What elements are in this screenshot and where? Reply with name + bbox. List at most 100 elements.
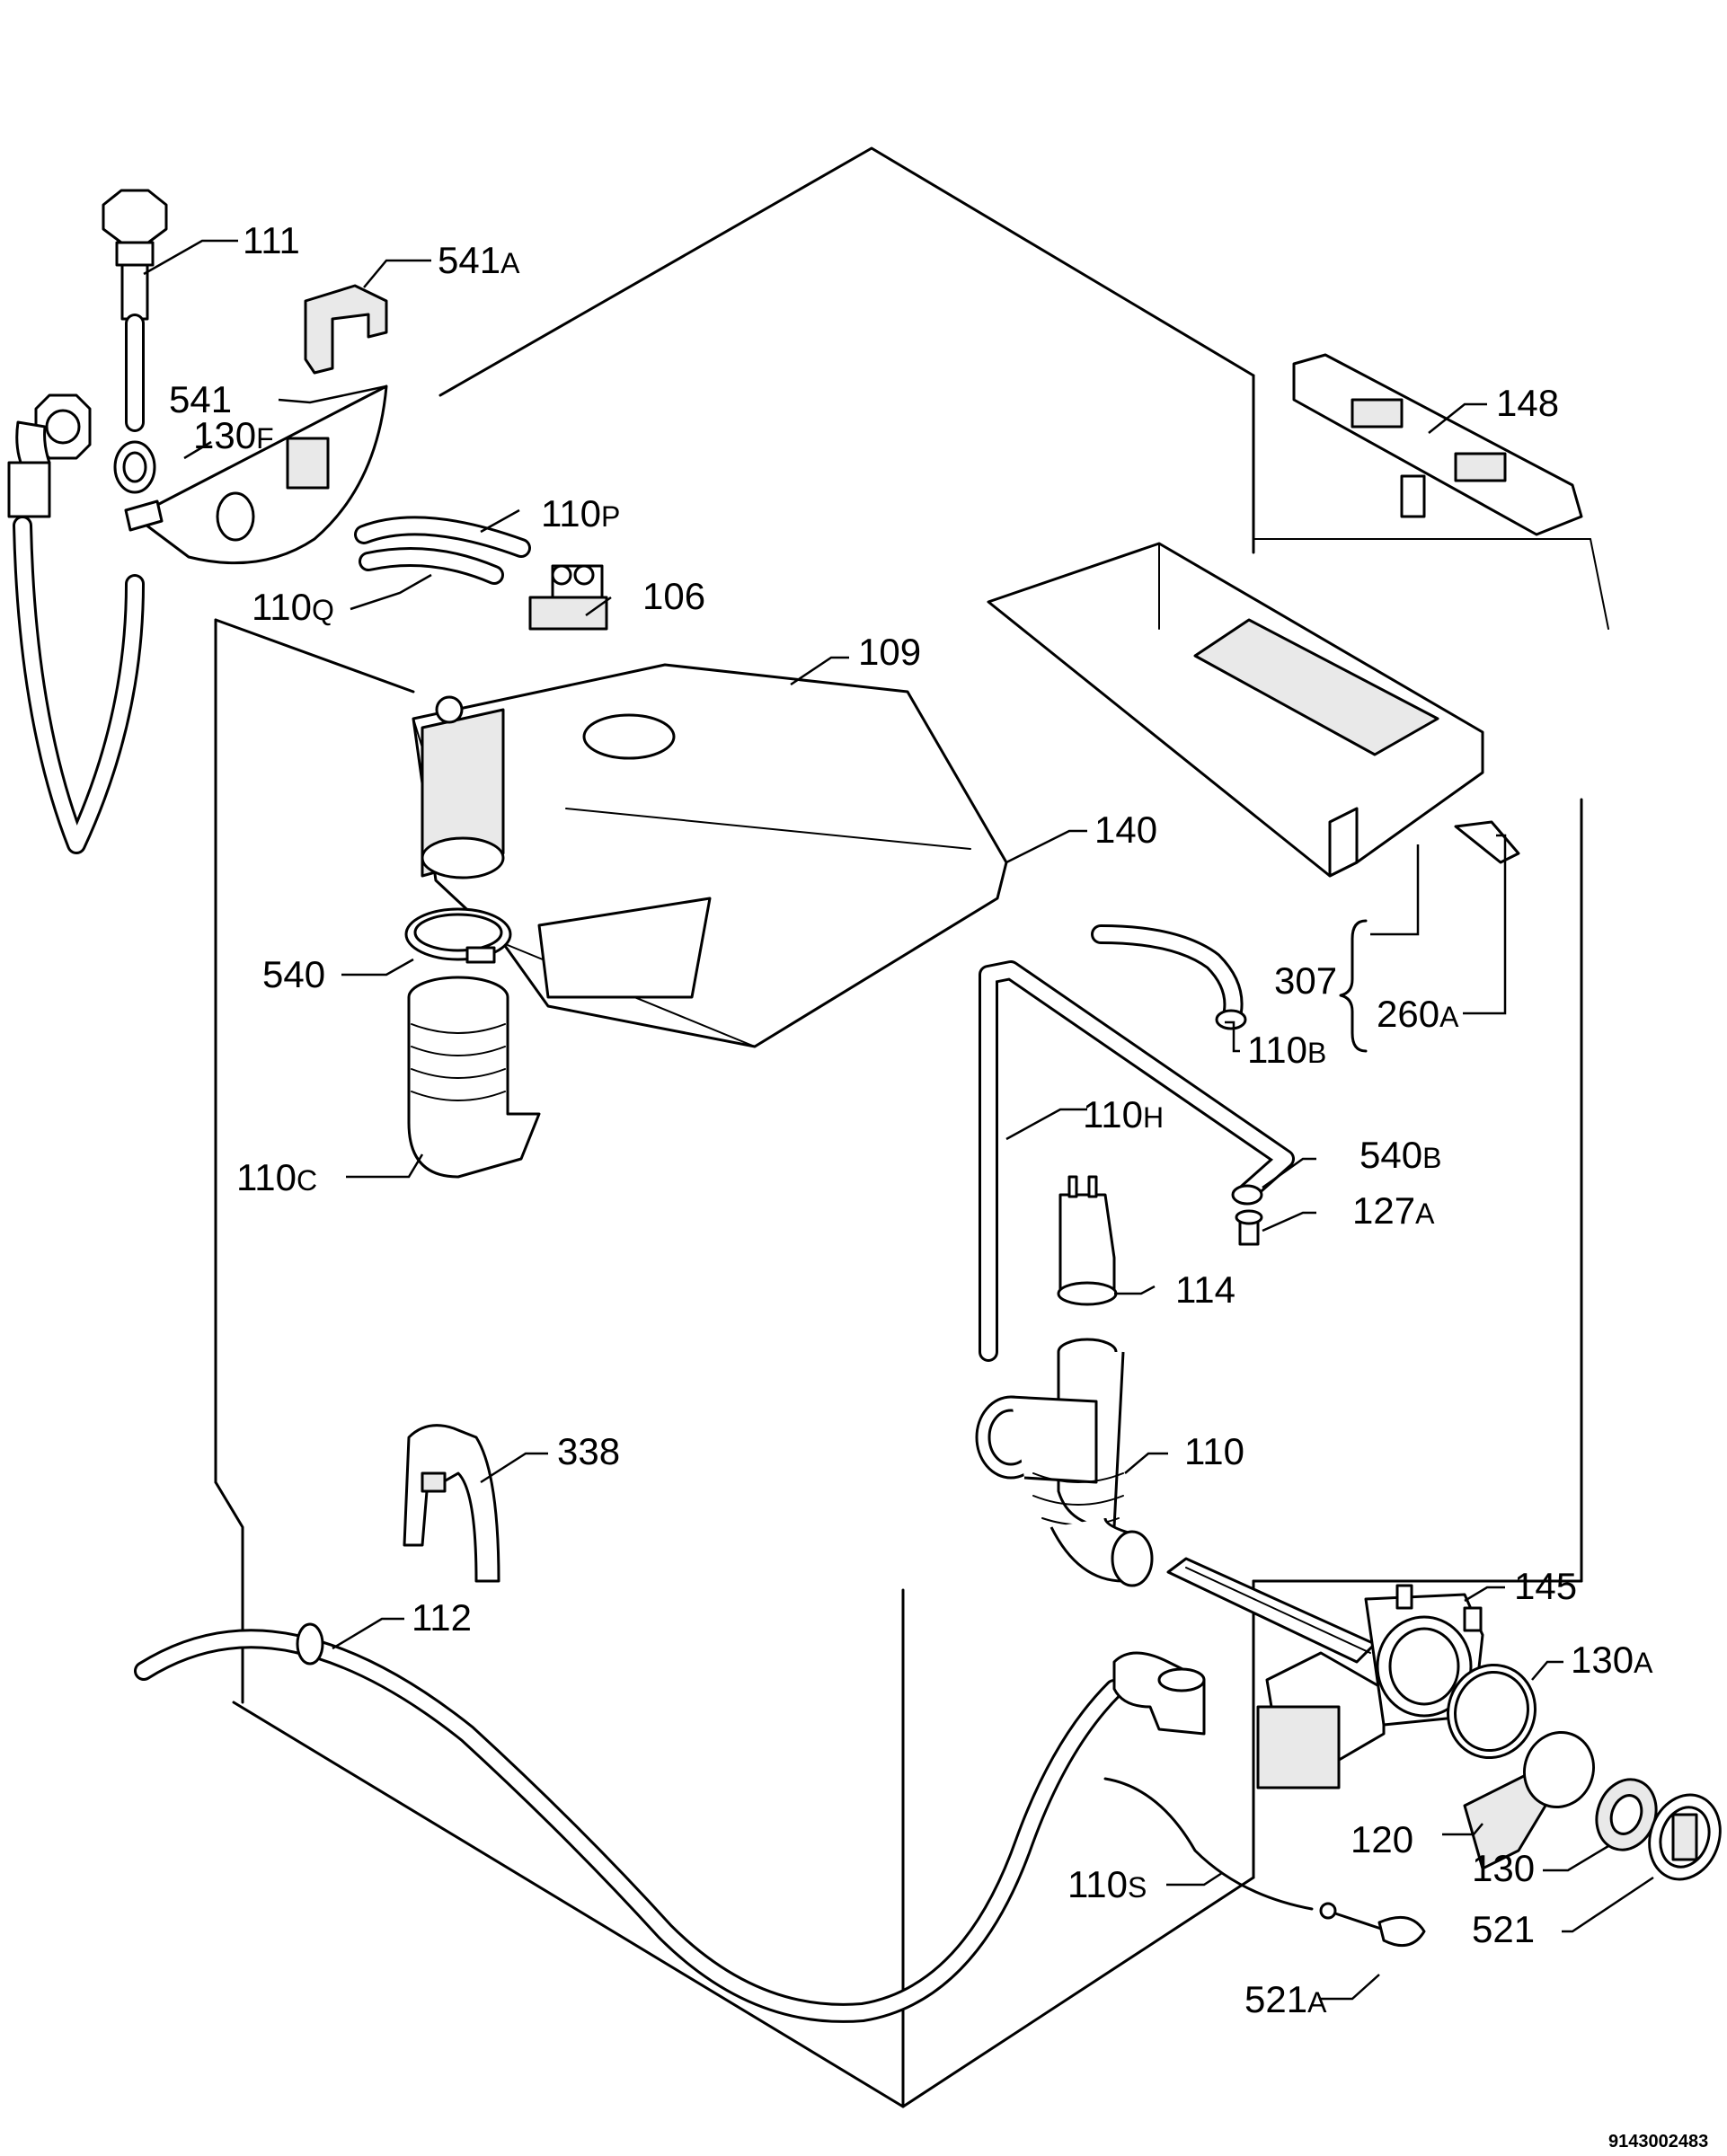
callout-number: 148 [1496,382,1559,424]
callout-130a: 130A [1571,1639,1653,1681]
callout-number: 110 [252,586,312,628]
callout-307: 307 [1274,959,1337,1002]
callout-number: 130 [1571,1639,1634,1681]
trim-part-148 [1292,353,1583,536]
ring-part-130f [113,440,156,494]
callout-suffix: A [1415,1197,1435,1230]
callout-110s: 110S [1067,1863,1147,1905]
callout-140: 140 [1094,808,1157,851]
callout-suffix: A [1439,1001,1459,1033]
callout-number: 260 [1377,993,1439,1035]
callout-111: 111 [243,219,300,261]
callout-number: 540 [262,953,325,995]
callout-number: 140 [1094,808,1157,851]
sump-hose-part-110 [975,1338,1154,1587]
callout-number: 109 [858,631,921,673]
callout-109: 109 [858,631,921,673]
dispenser-housing-parts-109-140 [412,663,1008,1048]
drain-hose-part-112 [134,1622,1206,2023]
callout-521: 521 [1472,1908,1535,1950]
cabinet-outline [214,146,1609,2108]
callout-number: 307 [1274,959,1337,1002]
callout-suffix: A [500,247,520,279]
callout-110b: 110B [1247,1029,1326,1071]
callout-labels: 111 541A 541 130F 110P 110Q 106 109 148 … [169,219,1653,2020]
callout-number: 114 [1175,1268,1235,1311]
callout-suffix: P [601,500,620,533]
cap-part-521 [1648,1793,1722,1881]
callout-suffix: S [1128,1871,1147,1904]
valve-part-106 [528,564,608,631]
callout-number: 521 [1472,1908,1535,1950]
callout-suffix: B [1422,1142,1441,1174]
callout-number: 110 [236,1156,297,1198]
callout-suffix: H [1143,1101,1164,1134]
callout-260a: 260A [1377,993,1459,1035]
callout-541: 541 [169,378,232,420]
inlet-hose-elbow [7,393,145,854]
callout-145: 145 [1514,1565,1577,1607]
clip-part-541a [304,284,388,375]
callout-number: 110 [1247,1029,1307,1071]
plug-part-521a [1319,1902,1426,1948]
callout-number: 541 [438,239,500,281]
callout-130f: 130F [193,414,274,456]
hose-part-110b [1091,924,1247,1030]
pressure-chamber-part-114 [1057,1175,1118,1306]
callout-number: 110 [541,492,601,535]
callout-110p: 110P [541,492,620,535]
callout-suffix: A [1634,1647,1653,1679]
callout-106: 106 [642,575,705,617]
callout-112: 112 [412,1596,472,1639]
hose-guide-part-338 [403,1424,500,1583]
ring-part-130a [1447,1663,1537,1760]
group-brace [1339,919,1368,1053]
callout-suffix: F [256,422,274,455]
callout-number: 127 [1352,1189,1415,1232]
callout-suffix: Q [312,594,334,626]
callout-110: 110 [1184,1430,1244,1472]
leader-lines [143,239,1654,2001]
callout-number: 112 [412,1596,472,1639]
callout-110q: 110Q [252,586,334,628]
callout-suffix: C [297,1164,317,1197]
document-id: 9143002483 [1608,2132,1708,2152]
callout-number: 145 [1514,1565,1577,1607]
callout-number: 130 [193,414,256,456]
callout-540b: 540B [1359,1134,1441,1176]
drain-pump-part-145 [1166,1557,1484,1789]
callout-120: 120 [1351,1818,1413,1860]
callout-338: 338 [557,1430,620,1472]
callout-541a: 541A [438,239,520,281]
callout-number: 110 [1067,1863,1128,1905]
hose-parts-110p-110q [354,516,531,585]
callout-number: 540 [1359,1134,1422,1176]
callout-number: 110 [1184,1430,1244,1472]
inlet-hose-part-111 [102,189,168,432]
callout-127a: 127A [1352,1189,1435,1232]
callout-suffix: A [1307,1986,1327,2019]
drawer-part-307 [987,542,1520,878]
clamp-part-540 [404,907,512,964]
bellows-part-110c [407,976,541,1179]
callout-521a: 521A [1244,1978,1327,2020]
callout-110h: 110H [1083,1093,1164,1135]
small-parts-540b-127a [1231,1184,1263,1246]
callout-number: 120 [1351,1818,1413,1860]
callout-148: 148 [1496,382,1559,424]
callout-number: 111 [243,219,300,261]
callout-number: 106 [642,575,705,617]
callout-number: 338 [557,1430,620,1472]
callout-number: 541 [169,378,232,420]
callout-number: 521 [1244,1978,1307,2020]
hose-part-110h [979,960,1295,1362]
callout-110c: 110C [236,1156,317,1198]
callout-540: 540 [262,953,325,995]
bracket-part-541 [124,384,388,565]
callout-number: 130 [1472,1847,1535,1889]
callout-114: 114 [1175,1268,1235,1311]
hose-part-110s [1103,1777,1314,1911]
callout-number: 110 [1083,1093,1143,1135]
callout-130: 130 [1472,1847,1535,1889]
